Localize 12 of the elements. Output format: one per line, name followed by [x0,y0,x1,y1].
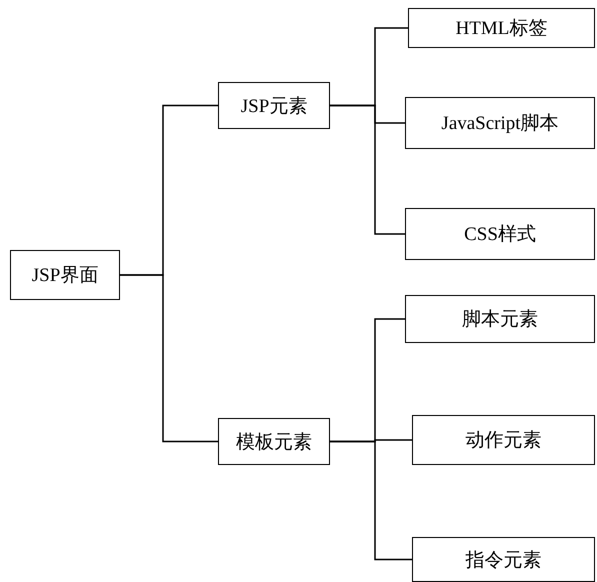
tree-box: CSS样式 [405,208,595,260]
connector-line [330,104,405,235]
tree-box: JSP界面 [10,250,120,300]
tree-box: 模板元素 [218,418,330,465]
tree-box: JSP元素 [218,82,330,129]
tree-box: HTML标签 [408,8,595,48]
tree-box: 指令元素 [412,537,595,582]
connector-line [330,440,412,560]
tree-box: JavaScript脚本 [405,97,595,149]
tree-box: 动作元素 [412,415,595,465]
tree-box: 脚本元素 [405,295,595,343]
connector-line [120,274,218,442]
